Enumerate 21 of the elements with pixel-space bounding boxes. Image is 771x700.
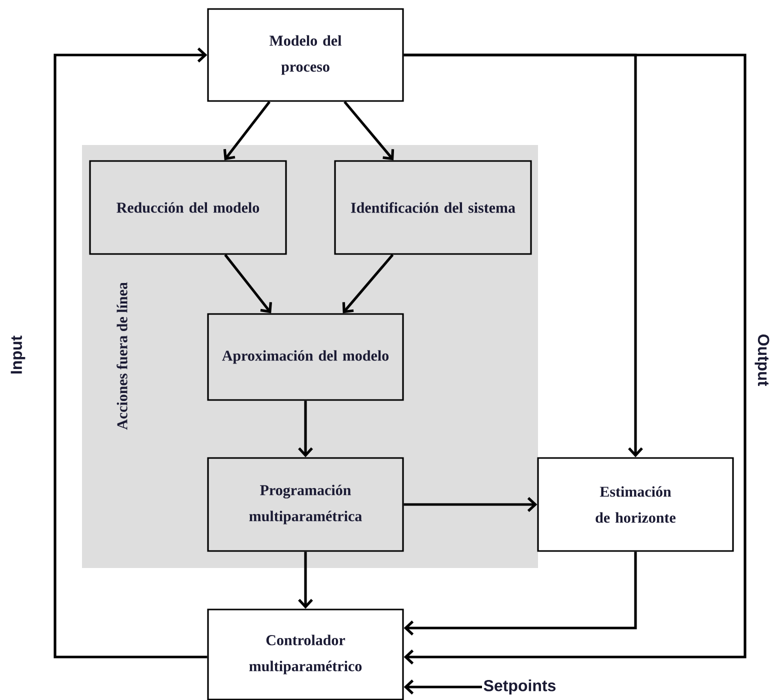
- arrow: [223, 101, 270, 160]
- process-box: Estimación de horizonte: [537, 457, 734, 552]
- arrow: [404, 680, 482, 694]
- arrow: [224, 254, 272, 314]
- process-box: Modelo del proceso: [207, 8, 404, 102]
- process-box: Programación multiparamétrica: [207, 457, 404, 552]
- arrow: [344, 100, 394, 160]
- process-box: Aproximación del modelo: [207, 313, 404, 401]
- arrow: [404, 54, 746, 664]
- arrow: [404, 497, 538, 512]
- edge-label: Input: [10, 336, 26, 374]
- process-box: Reducción del modelo: [89, 160, 287, 255]
- arrow: [298, 400, 313, 458]
- arrow: [54, 48, 208, 658]
- arrow: [342, 254, 394, 314]
- arrow: [298, 552, 313, 609]
- input-label: Setpoints: [484, 680, 556, 694]
- process-box: Identificación del sistema: [334, 160, 532, 255]
- process-box: Controlador multiparamétrico: [207, 608, 404, 700]
- arrow: [404, 552, 637, 636]
- edge-label: Output: [754, 334, 770, 386]
